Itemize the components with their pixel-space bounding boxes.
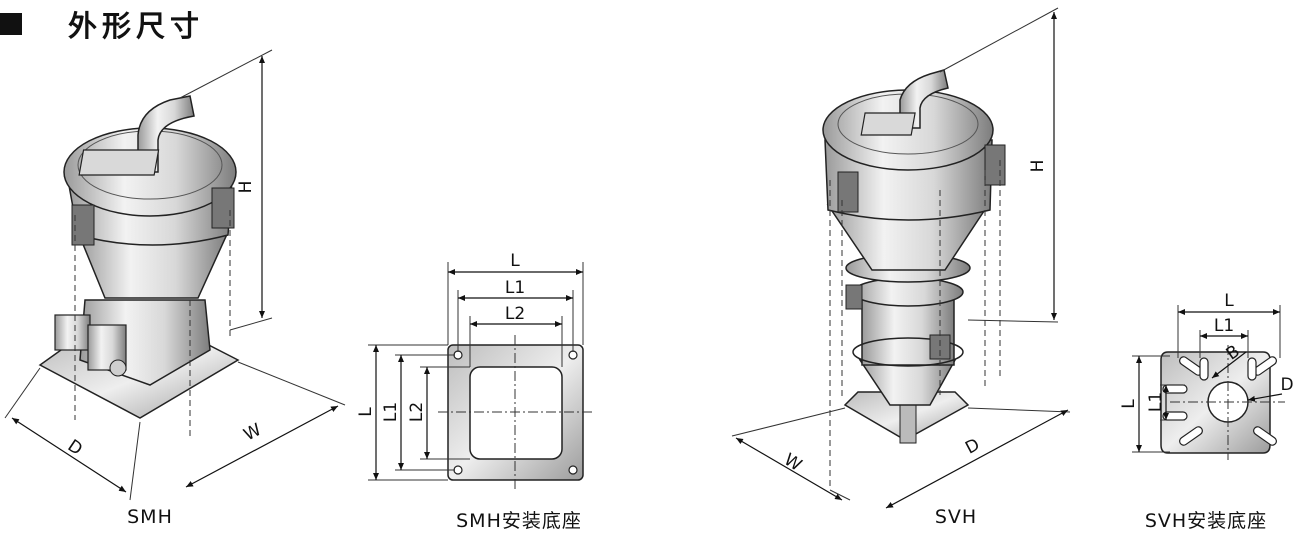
mount-hole-icon	[453, 350, 463, 360]
svh-d-label: D	[962, 435, 983, 459]
smh-base-drawing: L L1 L2 L L1 L2	[356, 251, 593, 490]
smh-base-l2-label: L2	[505, 304, 525, 324]
smh-d-dimension-line	[11, 417, 127, 493]
section-heading: 外形尺寸	[0, 4, 204, 44]
mount-hole-icon	[453, 465, 463, 475]
smh-base-l2-vertical-label: L2	[407, 402, 427, 422]
svh-machine-drawing: H W D	[731, 7, 1071, 509]
section-title: 外形尺寸	[68, 9, 205, 43]
smh-base-l1-vertical-label: L1	[381, 402, 401, 422]
smh-w-dimension-line	[185, 405, 339, 488]
bullet-square-icon	[0, 13, 22, 35]
smh-base-opening	[469, 366, 563, 460]
smh-base-caption: SMH安装底座	[456, 510, 582, 532]
smh-d-label: D	[64, 436, 86, 460]
smh-w-label: W	[241, 420, 265, 446]
smh-h-label: H	[236, 181, 256, 194]
mount-hole-icon	[568, 350, 578, 360]
svh-base-l-label: L	[1224, 291, 1234, 311]
smh-base-l-vertical-label: L	[356, 407, 376, 417]
svh-base-l1-vertical-label: L1	[1146, 392, 1166, 412]
svh-h-label: H	[1028, 160, 1048, 173]
svh-base-l1-label: L1	[1214, 316, 1234, 336]
svh-w-dimension-line	[735, 437, 843, 501]
smh-base-l1-label: L1	[505, 278, 525, 298]
svh-caption: SVH	[934, 506, 978, 528]
smh-machine-drawing: H D W	[4, 49, 346, 501]
svh-base-l-vertical-label: L	[1119, 399, 1139, 409]
svh-base-d-label: D	[1280, 375, 1293, 395]
smh-base-l-label: L	[510, 251, 520, 271]
smh-caption: SMH	[127, 506, 173, 528]
svh-base-caption: SVH安装底座	[1144, 510, 1268, 532]
svh-d-dimension-line	[885, 409, 1069, 509]
svh-w-label: W	[780, 450, 805, 476]
mount-hole-icon	[568, 465, 578, 475]
svh-base-drawing: L L1 L L1 B D	[1119, 291, 1294, 460]
